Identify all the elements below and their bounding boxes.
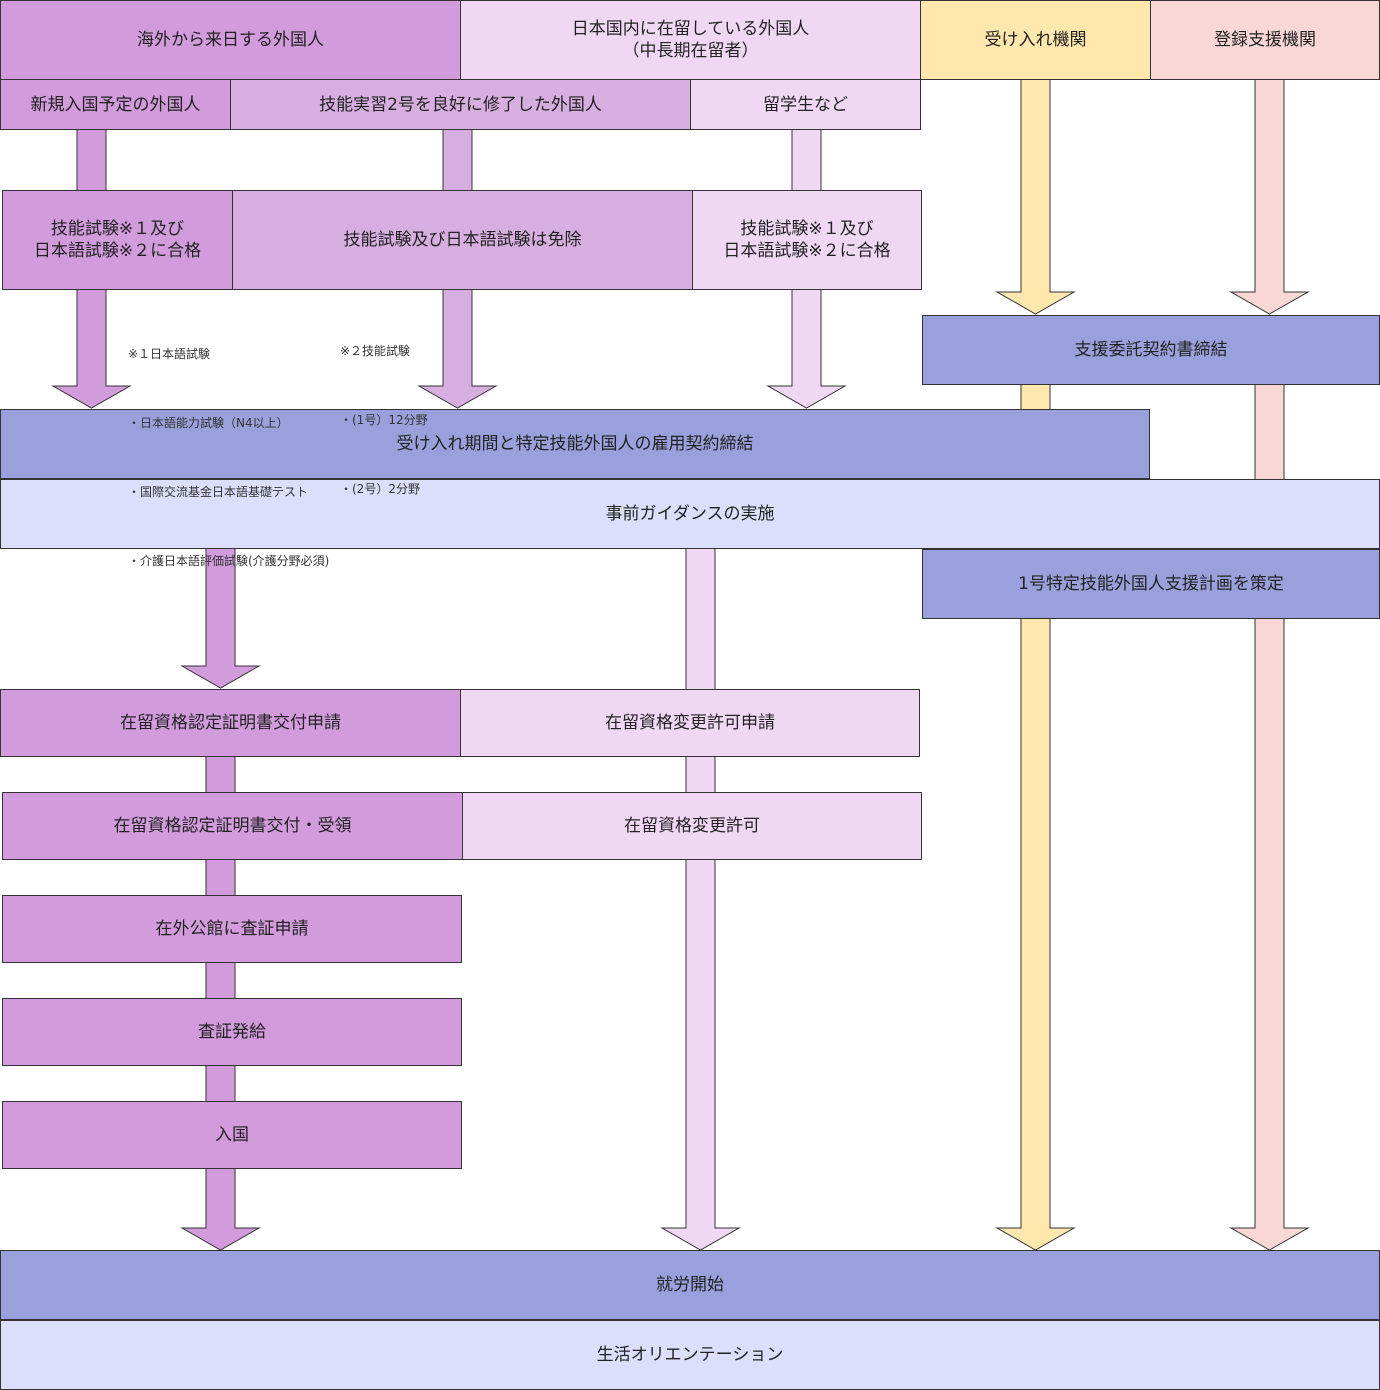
note-japanese-exam-item: ・国際交流基金日本語基礎テスト [128,485,309,499]
arrow-support-org-to-work-start [1229,616,1310,1251]
header-support-org-label: 登録支援機関 [1214,30,1316,50]
step-coe-issued: 在留資格認定証明書交付・受領 [2,792,463,860]
arrow-shaft-trainee [442,127,473,193]
arrow-shaft-new-entry [76,127,107,193]
exam-pass-student: 技能試験※１及び 日本語試験※２に合格 [692,190,922,290]
header-accepting-org: 受け入れ機関 [920,0,1151,80]
step-orientation-label: 生活オリエンテーション [596,1345,784,1365]
note-skill-exam: ※２技能試験 ・(1号）12分野 ・(2号）2分野 [340,294,428,524]
step-visa-issued-label: 査証発給 [198,1022,266,1042]
arrow-shaft-support-org-mid [1254,382,1285,482]
subheader-new-entry-label: 新規入国予定の外国人 [30,94,201,115]
step-coe-application: 在留資格認定証明書交付申請 [0,689,461,757]
step-entry: 入国 [2,1101,462,1169]
header-domestic: 日本国内に在留している外国人 （中長期在留者） [460,0,921,80]
arrow-new-entry-to-contract [51,287,132,409]
step-change-permitted-label: 在留資格変更許可 [624,816,760,836]
step-orientation: 生活オリエンテーション [0,1320,1380,1390]
note-japanese-exam-title: ※１日本語試験 [128,347,211,361]
header-overseas: 海外から来日する外国人 [0,0,461,80]
subheader-student-label: 留学生など [763,94,848,115]
step-entry-label: 入国 [215,1125,249,1145]
arrow-trainee-to-contract [417,287,498,409]
header-accepting-org-label: 受け入れ機関 [984,30,1087,50]
arrow-shaft-accepting-org-mid [1020,382,1051,412]
step-support-plan-label: 1号特定技能外国人支援計画を策定 [1018,574,1284,594]
exam-pass-line2: 日本語試験※２に合格 [33,241,202,261]
step-guidance: 事前ガイダンスの実施 [0,479,1380,549]
note-skill-exam-item: ・(2号）2分野 [340,482,420,496]
step-change-permitted: 在留資格変更許可 [462,792,922,860]
exam-pass-line1: 技能試験※１及び [50,219,185,239]
subheader-student: 留学生など [690,79,921,130]
step-visa-application-label: 在外公館に査証申請 [155,919,309,939]
step-support-contract-label: 支援委託契約書締結 [1074,340,1228,360]
step-support-contract: 支援委託契約書締結 [922,315,1380,385]
step-support-plan: 1号特定技能外国人支援計画を策定 [922,549,1380,619]
exam-pass-right-line2: 日本語試験※２に合格 [723,241,891,261]
header-support-org: 登録支援機関 [1150,0,1380,80]
arrow-accepting-org-to-work-start [995,616,1076,1251]
step-coe-application-label: 在留資格認定証明書交付申請 [120,713,341,733]
step-visa-issued: 査証発給 [2,998,462,1066]
note-japanese-exam-item: ・介護日本語評価試験(介護分野必須) [128,554,330,568]
step-change-application: 在留資格変更許可申請 [460,689,920,757]
note-skill-exam-item: ・(1号）12分野 [340,413,428,427]
step-coe-issued-label: 在留資格認定証明書交付・受領 [113,816,352,836]
step-work-start: 就労開始 [0,1250,1380,1320]
step-visa-application: 在外公館に査証申請 [2,895,462,963]
arrow-support-org-to-support-contract [1229,77,1310,315]
arrow-shaft-student [791,127,822,193]
exam-pass-right-line1: 技能試験※１及び [740,219,874,239]
exam-exempt: 技能試験及び日本語試験は免除 [232,190,693,290]
note-skill-exam-title: ※２技能試験 [340,344,411,358]
subheader-new-entry: 新規入国予定の外国人 [0,79,231,130]
arrow-change-permitted-to-work-start [660,856,741,1251]
step-change-application-label: 在留資格変更許可申請 [605,713,775,733]
arrow-guidance-to-coe-application [180,546,261,689]
arrow-student-to-contract [766,287,847,409]
header-domestic-line2: （中長期在留者） [622,41,759,61]
arrow-accepting-org-to-support-contract [995,77,1076,315]
step-work-start-label: 就労開始 [656,1275,724,1295]
arrow-shaft-pink-mid [685,753,716,797]
note-japanese-exam-item: ・日本語能力試験（N4以上） [128,416,289,430]
subheader-trainee: 技能実習2号を良好に修了した外国人 [230,79,691,130]
step-employment-contract-label: 受け入れ期間と特定技能外国人の雇用契約締結 [396,434,754,454]
step-employment-contract: 受け入れ期間と特定技能外国人の雇用契約締結 [0,409,1150,479]
arrow-shaft-pink-upper [685,546,716,692]
header-domestic-line1: 日本国内に在留している外国人 [571,19,810,39]
note-japanese-exam: ※１日本語試験 ・日本語能力試験（N4以上） ・国際交流基金日本語基礎テスト ・… [128,297,329,596]
exam-pass-overseas: 技能試験※１及び 日本語試験※２に合格 [2,190,233,290]
step-guidance-label: 事前ガイダンスの実施 [605,504,775,524]
subheader-trainee-label: 技能実習2号を良好に修了した外国人 [319,94,602,115]
arrow-entry-to-work-start [180,1165,261,1251]
exam-exempt-label: 技能試験及び日本語試験は免除 [343,230,582,250]
header-overseas-label: 海外から来日する外国人 [137,30,324,50]
